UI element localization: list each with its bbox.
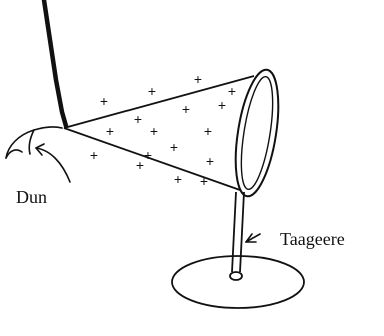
charge-mark: +	[134, 111, 142, 127]
charge-mark: +	[182, 101, 190, 117]
charge-marks: + + + + + + + + + + + + + + + + +	[90, 71, 236, 189]
charge-mark: +	[228, 83, 236, 99]
support-stand	[229, 191, 245, 281]
charge-mark: +	[106, 123, 114, 139]
charge-mark: +	[90, 147, 98, 163]
charge-mark: +	[170, 139, 178, 155]
charge-mark: +	[150, 123, 158, 139]
charge-mark: +	[218, 97, 226, 113]
dun-pointer-arrow	[35, 143, 71, 183]
charge-mark: +	[194, 71, 202, 87]
charge-mark: +	[200, 173, 208, 189]
ring-rim-outer	[234, 68, 280, 198]
charge-mark: +	[148, 83, 156, 99]
charge-mark: +	[204, 123, 212, 139]
charge-mark: +	[136, 157, 144, 173]
base-plate	[171, 255, 305, 309]
charge-mark: +	[100, 93, 108, 109]
taageere-pointer-arrow	[245, 233, 261, 243]
ring-rim-inner	[240, 75, 274, 191]
label-taageere: Taageere	[280, 229, 345, 249]
rod	[41, 0, 69, 129]
label-dun: Dun	[16, 187, 47, 207]
hand-drawing	[5, 126, 63, 159]
charge-mark: +	[144, 147, 152, 163]
charge-mark: +	[206, 153, 214, 169]
cone-net	[63, 75, 255, 191]
charge-mark: +	[174, 171, 182, 187]
